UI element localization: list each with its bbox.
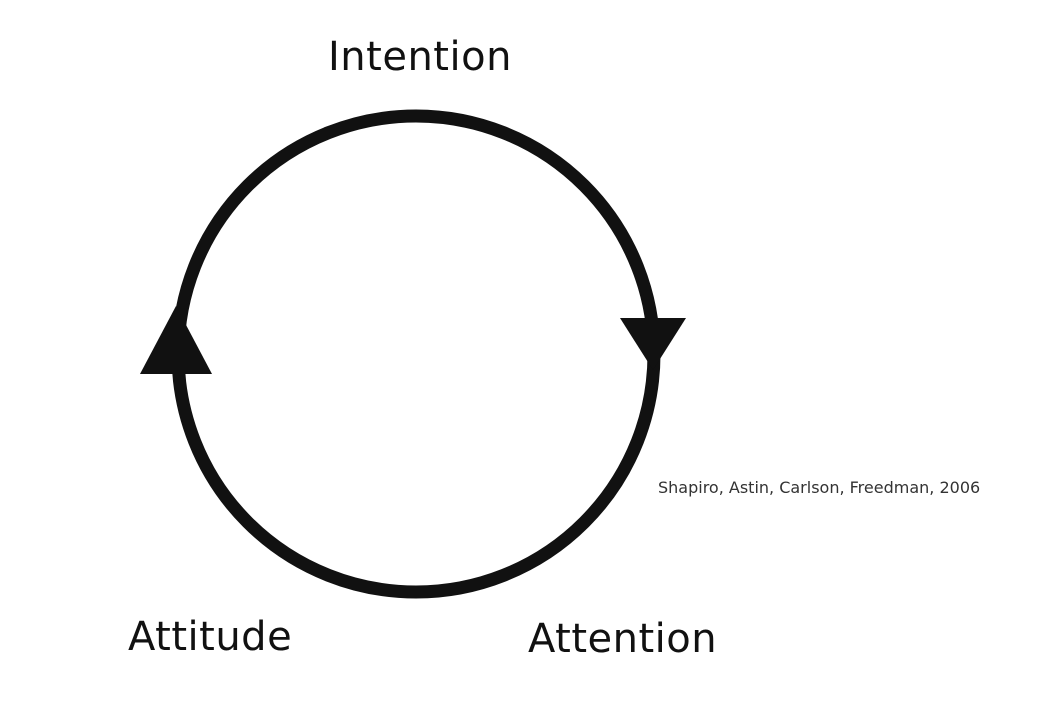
- cycle-circle: [171, 109, 661, 599]
- node-label-intention: Intention: [328, 34, 512, 80]
- node-label-attention: Attention: [528, 616, 718, 662]
- arrow-up-icon: [140, 306, 212, 374]
- node-label-attitude: Attitude: [128, 614, 293, 660]
- arrow-down-icon: [620, 318, 686, 370]
- citation-text: Shapiro, Astin, Carlson, Freedman, 2006: [658, 478, 981, 497]
